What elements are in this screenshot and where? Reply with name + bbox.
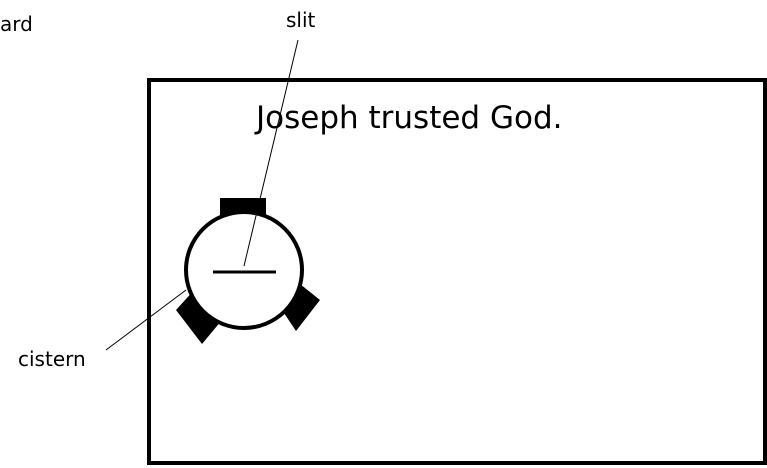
cistern-icon	[176, 198, 320, 344]
cut-off-label: ard	[0, 12, 33, 36]
cistern-label: cistern	[18, 347, 86, 371]
cistern-leader-line	[106, 290, 186, 350]
card-caption: Joseph trusted God.	[254, 100, 563, 136]
cistern-body	[186, 212, 302, 328]
slit-label: slit	[286, 8, 316, 32]
